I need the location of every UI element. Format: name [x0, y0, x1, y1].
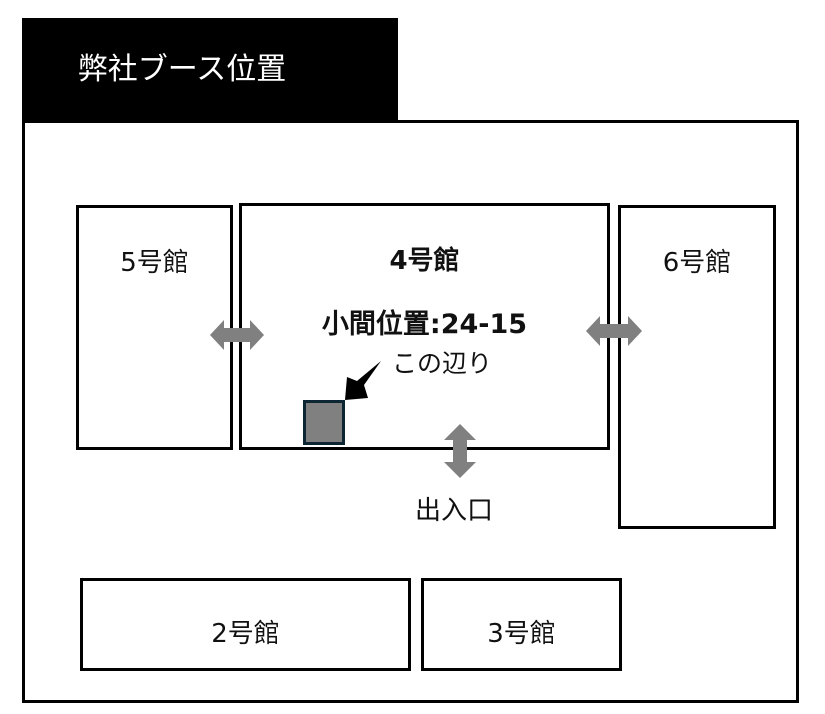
booth-position-label: 小間位置:24-15: [321, 309, 528, 340]
hall-5: 5号館: [76, 205, 233, 450]
booth-marker: [303, 400, 345, 445]
venue-frame: [22, 120, 799, 703]
hall-6: 6号館: [618, 205, 776, 529]
hall-4: 4号館 小間位置:24-15: [239, 203, 610, 450]
hall-5-label: 5号館: [120, 248, 189, 278]
callout-arrow-icon: [345, 361, 381, 400]
map-title: 弊社ブース位置: [77, 52, 287, 87]
entrance-arrow-icon: [444, 424, 476, 478]
hall-2-label: 2号館: [211, 619, 280, 649]
hall-2: 2号館: [80, 578, 411, 671]
passage-arrow-4-6-icon: [586, 316, 642, 346]
hall-3: 3号館: [421, 578, 622, 671]
entrance-label: 出入口: [415, 496, 494, 526]
passage-arrow-5-4-icon: [210, 320, 264, 350]
hall-4-label: 4号館: [389, 246, 460, 276]
callout-label: この辺り: [392, 349, 493, 378]
title-banner: [22, 18, 398, 121]
hall-6-label: 6号館: [662, 248, 732, 278]
hall-3-label: 3号館: [487, 619, 556, 649]
